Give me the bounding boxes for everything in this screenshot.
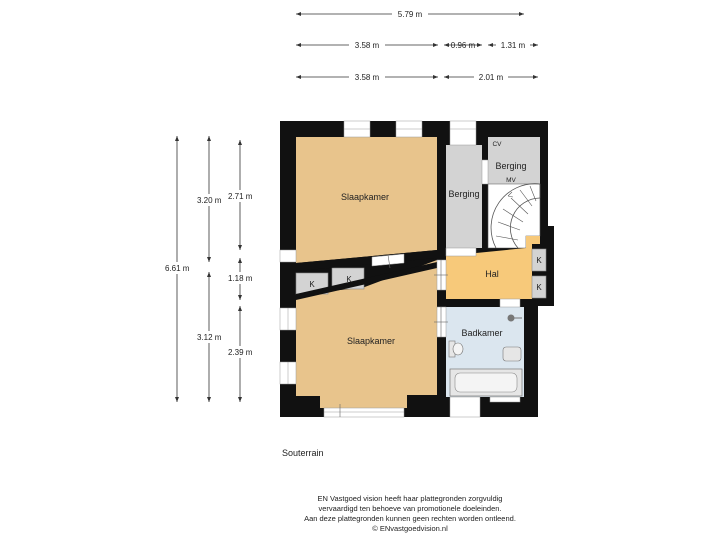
dim-top-b: 0.96 m xyxy=(451,41,476,50)
staircase xyxy=(487,183,541,249)
disclaimer-line-2: vervaardigd ten behoeve van promotionele… xyxy=(318,504,502,513)
label-badkamer: Badkamer xyxy=(461,328,502,338)
dim-top-total: 5.79 m xyxy=(398,10,423,19)
label-hal: Hal xyxy=(485,269,499,279)
room-berging-1 xyxy=(446,145,482,248)
shower-drain xyxy=(507,314,522,322)
dim-top-c: 1.31 m xyxy=(501,41,526,50)
dim-top-e: 2.01 m xyxy=(479,73,504,82)
dim-left-d: 1.18 m xyxy=(228,274,253,283)
label-slaapkamer-bottom: Slaapkamer xyxy=(347,336,395,346)
bathtub xyxy=(449,368,523,397)
cupboard-k4 xyxy=(531,275,547,299)
dimension-arrowheads-top xyxy=(296,12,538,79)
toilet xyxy=(448,340,464,358)
label-k1: K xyxy=(309,280,315,289)
sink xyxy=(502,346,522,362)
cupboard-k3 xyxy=(531,248,547,272)
label-k4: K xyxy=(536,283,542,292)
room-slaapkamer-top xyxy=(296,137,437,263)
door-marks xyxy=(339,254,448,417)
label-k3: K xyxy=(536,256,542,265)
dim-left-b: 3.12 m xyxy=(197,333,222,342)
disclaimer: EN Vastgoed vision heeft haar plattegron… xyxy=(200,494,620,534)
label-berging-1: Berging xyxy=(448,189,479,199)
label-mv: MV xyxy=(506,177,516,184)
label-berging-2: Berging xyxy=(495,161,526,171)
label-slaapkamer-top: Slaapkamer xyxy=(341,192,389,202)
dim-top-a: 3.58 m xyxy=(355,41,380,50)
label-k2: K xyxy=(346,275,352,284)
disclaimer-line-4: © ENvastgoedvision.nl xyxy=(372,524,448,533)
disclaimer-line-1: EN Vastgoed vision heeft haar plattegron… xyxy=(317,494,503,503)
dim-top-d: 3.58 m xyxy=(355,73,380,82)
dimension-arrowheads-left xyxy=(175,136,242,402)
room-berging-2 xyxy=(488,137,540,184)
dim-left-c: 2.71 m xyxy=(228,192,253,201)
windows xyxy=(279,120,521,418)
dim-left-e: 2.39 m xyxy=(228,348,253,357)
room-hal xyxy=(446,236,540,299)
label-cv: CV xyxy=(492,141,502,148)
floor-name: Souterrain xyxy=(282,448,324,458)
disclaimer-line-3: Aan deze plattegronden kunnen geen recht… xyxy=(304,514,516,523)
dim-left-a: 3.20 m xyxy=(197,196,222,205)
room-slaapkamer-bottom xyxy=(296,260,437,408)
dim-left-total: 6.61 m xyxy=(165,264,190,273)
